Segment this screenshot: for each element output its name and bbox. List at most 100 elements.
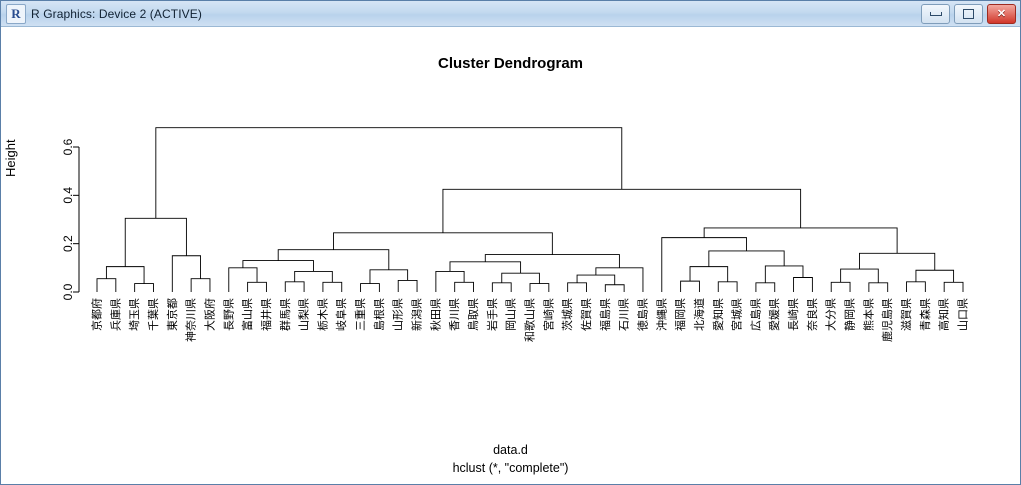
dendrogram-link: [294, 271, 333, 283]
dendrogram-leaf-label: 熊本県: [861, 298, 875, 331]
dendrogram-link: [134, 283, 154, 292]
dendrogram-link: [906, 281, 926, 292]
dendrogram-leaf-label: 香川県: [448, 298, 461, 331]
dendrogram-link: [397, 279, 418, 292]
dendrogram-leaf-label: 鳥取県: [466, 298, 480, 331]
dendrogram-leaf-label: 鹿児島県: [880, 298, 894, 342]
dendrogram-leaf-label: 大阪府: [202, 298, 216, 331]
dendrogram-link: [943, 281, 964, 292]
dendrogram-leaf-label: 青森県: [918, 298, 932, 331]
dendrogram-link: [96, 278, 117, 292]
dendrogram-link: [708, 250, 785, 267]
dendrogram-leaf-label: 島根県: [372, 298, 386, 331]
dendrogram-link: [501, 272, 540, 284]
dendrogram-link: [661, 237, 747, 292]
dendrogram-leaf-label: 東京都: [165, 298, 179, 331]
dendrogram-link: [604, 284, 625, 292]
dendrogram-leaf-label: 三重県: [353, 298, 367, 331]
dendrogram-leaf-label: 岩手県: [485, 298, 499, 331]
dendrogram-leaf-label: 兵庫県: [108, 298, 122, 331]
dendrogram-leaf-label: 福島県: [598, 298, 612, 331]
x-axis-label: data.d: [493, 443, 528, 457]
dendrogram-link: [529, 283, 550, 292]
dendrogram-leaf-label: 長野県: [222, 298, 235, 331]
close-button[interactable]: ✕: [987, 4, 1016, 24]
dendrogram-leaf-label: 大分県: [824, 298, 838, 331]
dendrogram-leaf-label: 京都府: [90, 298, 104, 331]
dendrogram-link: [868, 282, 889, 292]
svg-text:0.0: 0.0: [61, 283, 75, 300]
svg-text:0.2: 0.2: [61, 235, 75, 252]
dendrogram-leaf-label: 岡山県: [505, 298, 518, 331]
dendrogram-link: [190, 278, 211, 292]
dendrogram-svg: 0.00.20.40.6京都府兵庫県埼玉県千葉県東京都神奈川県大阪府長野県富山県…: [61, 127, 970, 342]
dendrogram-leaf-label: 奈良県: [805, 298, 819, 331]
dendrogram-link: [449, 261, 522, 274]
dendrogram-leaf-label: 新潟県: [410, 298, 424, 331]
dendrogram-leaf-label: 栃木県: [315, 298, 329, 331]
dendrogram-link: [680, 280, 700, 292]
dendrogram-link: [105, 266, 145, 284]
dendrogram-leaf-label: 北海道: [692, 298, 706, 331]
dendrogram-link: [435, 271, 465, 292]
dendrogram-leaf-label: 秋田県: [428, 298, 442, 331]
dendrogram-link: [576, 274, 616, 285]
dendrogram-link: [567, 282, 587, 292]
dendrogram-leaf-label: 滋賀県: [900, 298, 913, 331]
dendrogram-link: [171, 255, 201, 292]
chart-title: Cluster Dendrogram: [437, 55, 584, 72]
dendrogram-leaf-label: 愛媛県: [767, 298, 781, 331]
dendrogram-leaf-label: 岐阜県: [335, 298, 348, 331]
dendrogram-link: [124, 217, 187, 267]
dendrogram-leaf-label: 愛知県: [711, 298, 725, 331]
dendrogram-leaf-label: 千葉県: [146, 298, 160, 331]
dendrogram-link: [703, 227, 898, 254]
dendrogram-link: [360, 283, 380, 292]
r-app-icon: R: [6, 3, 26, 24]
dendrogram-link: [442, 188, 802, 233]
dendrogram-leaf-label: 福井県: [259, 298, 273, 331]
dendrogram-link: [277, 249, 390, 270]
dendrogram-leaf-label: 徳島県: [635, 298, 649, 331]
maximize-button[interactable]: [954, 4, 983, 24]
close-icon: ✕: [996, 7, 1007, 20]
dendrogram-link: [484, 254, 620, 268]
dendrogram-leaf-label: 山口県: [957, 298, 970, 331]
dendrogram-link: [793, 277, 813, 292]
minimize-icon: [929, 12, 942, 16]
dendrogram-link: [755, 282, 776, 292]
dendrogram-link: [595, 267, 644, 292]
dendrogram-link: [333, 232, 553, 255]
dendrogram-leaf-label: 山形県: [392, 298, 405, 331]
window-controls: ✕: [921, 4, 1016, 24]
dendrogram-leaf-label: 茨城県: [560, 298, 574, 331]
dendrogram-leaf-label: 群馬県: [278, 298, 292, 331]
dendrogram-leaf-label: 高知県: [937, 298, 951, 331]
dendrogram-leaf-label: 富山県: [240, 298, 254, 331]
dendrogram-link: [859, 252, 936, 271]
dendrogram-link: [764, 265, 804, 283]
dendrogram-link: [247, 281, 267, 292]
maximize-icon: [963, 9, 974, 19]
dendrogram-leaf-label: 神奈川県: [184, 298, 198, 342]
dendrogram-link: [228, 267, 258, 292]
dendrogram-link: [689, 266, 729, 282]
dendrogram-leaf-label: 和歌山県: [523, 298, 537, 342]
dendrogram-link: [369, 269, 409, 284]
dendrogram-link: [155, 127, 623, 219]
dendrogram-leaf-label: 長崎県: [786, 298, 800, 331]
dendrogram-link: [915, 269, 955, 283]
dendrogram-leaf-label: 広島県: [748, 298, 762, 331]
dendrogram-link: [830, 281, 851, 292]
minimize-button[interactable]: [921, 4, 950, 24]
dendrogram-leaf-label: 沖縄県: [654, 298, 668, 331]
dendrogram-link: [284, 281, 305, 292]
svg-text:0.4: 0.4: [61, 187, 75, 204]
dendrogram-link: [454, 281, 474, 292]
dendrogram-link: [491, 282, 512, 292]
x-axis-sublabel: hclust (*, "complete"): [452, 461, 569, 475]
dendrogram-leaf-label: 石川県: [618, 298, 631, 331]
dendrogram-leaf-label: 埼玉県: [127, 298, 141, 331]
